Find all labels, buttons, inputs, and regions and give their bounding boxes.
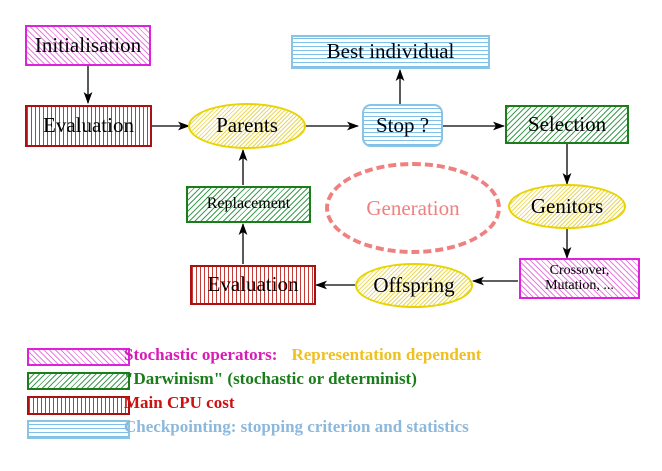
legend-label-darwinism: "Darwinism" (stochastic or determinist) xyxy=(124,369,417,389)
node-parents-label: Parents xyxy=(216,113,278,138)
node-evaluation-top-label: Evaluation xyxy=(43,113,134,138)
legend-swatch-checkpointing xyxy=(27,420,130,439)
node-genitors-label: Genitors xyxy=(530,193,604,218)
node-offspring-label: Offspring xyxy=(373,272,455,297)
node-crossover-mutation[interactable]: Crossover, Mutation, ... xyxy=(519,258,640,299)
node-crossover-label-line1: Crossover, xyxy=(549,263,610,279)
node-replacement-label: Replacement xyxy=(206,195,291,213)
node-best-individual-label: Best individual xyxy=(326,39,455,64)
legend-label-stochastic-operators: Stochastic operators: Representation depe… xyxy=(124,345,481,365)
node-generation-label: Generation xyxy=(366,195,460,220)
legend-label-checkpointing: Checkpointing: stopping criterion and st… xyxy=(124,417,469,437)
node-evaluation-bottom[interactable]: Evaluation xyxy=(190,265,316,305)
legend-label-main-cpu-cost: Main CPU cost xyxy=(124,393,234,413)
node-selection[interactable]: Selection xyxy=(505,105,629,144)
legend-text-primary-3: Checkpointing: stopping criterion and st… xyxy=(124,417,469,436)
legend-text-secondary-0: Representation dependent xyxy=(291,345,482,364)
legend-swatch-stochastic-operators xyxy=(27,348,130,366)
legend-swatch-main-cpu-cost xyxy=(27,396,130,415)
legend-swatch-darwinism xyxy=(27,372,130,390)
node-evaluation-bottom-label: Evaluation xyxy=(207,272,299,297)
node-stop[interactable]: Stop ? xyxy=(362,104,443,147)
node-best-individual[interactable]: Best individual xyxy=(291,35,490,69)
node-initialisation-label: Initialisation xyxy=(34,32,142,57)
node-offspring[interactable]: Offspring xyxy=(355,263,473,308)
node-stop-label: Stop ? xyxy=(375,112,430,137)
node-initialisation[interactable]: Initialisation xyxy=(25,25,151,66)
node-genitors[interactable]: Genitors xyxy=(508,184,626,229)
node-evaluation-top[interactable]: Evaluation xyxy=(25,105,152,147)
node-parents[interactable]: Parents xyxy=(188,103,306,149)
node-generation-cycle: Generation xyxy=(325,162,501,254)
legend-text-primary-0: Stochastic operators: xyxy=(124,345,278,364)
node-crossover-label-line2: Mutation, ... xyxy=(545,277,614,293)
legend-text-primary-2: Main CPU cost xyxy=(124,393,235,412)
legend-text-primary-1: "Darwinism" (stochastic or determinist) xyxy=(124,369,417,388)
node-selection-label: Selection xyxy=(527,111,607,136)
node-replacement[interactable]: Replacement xyxy=(186,186,311,223)
